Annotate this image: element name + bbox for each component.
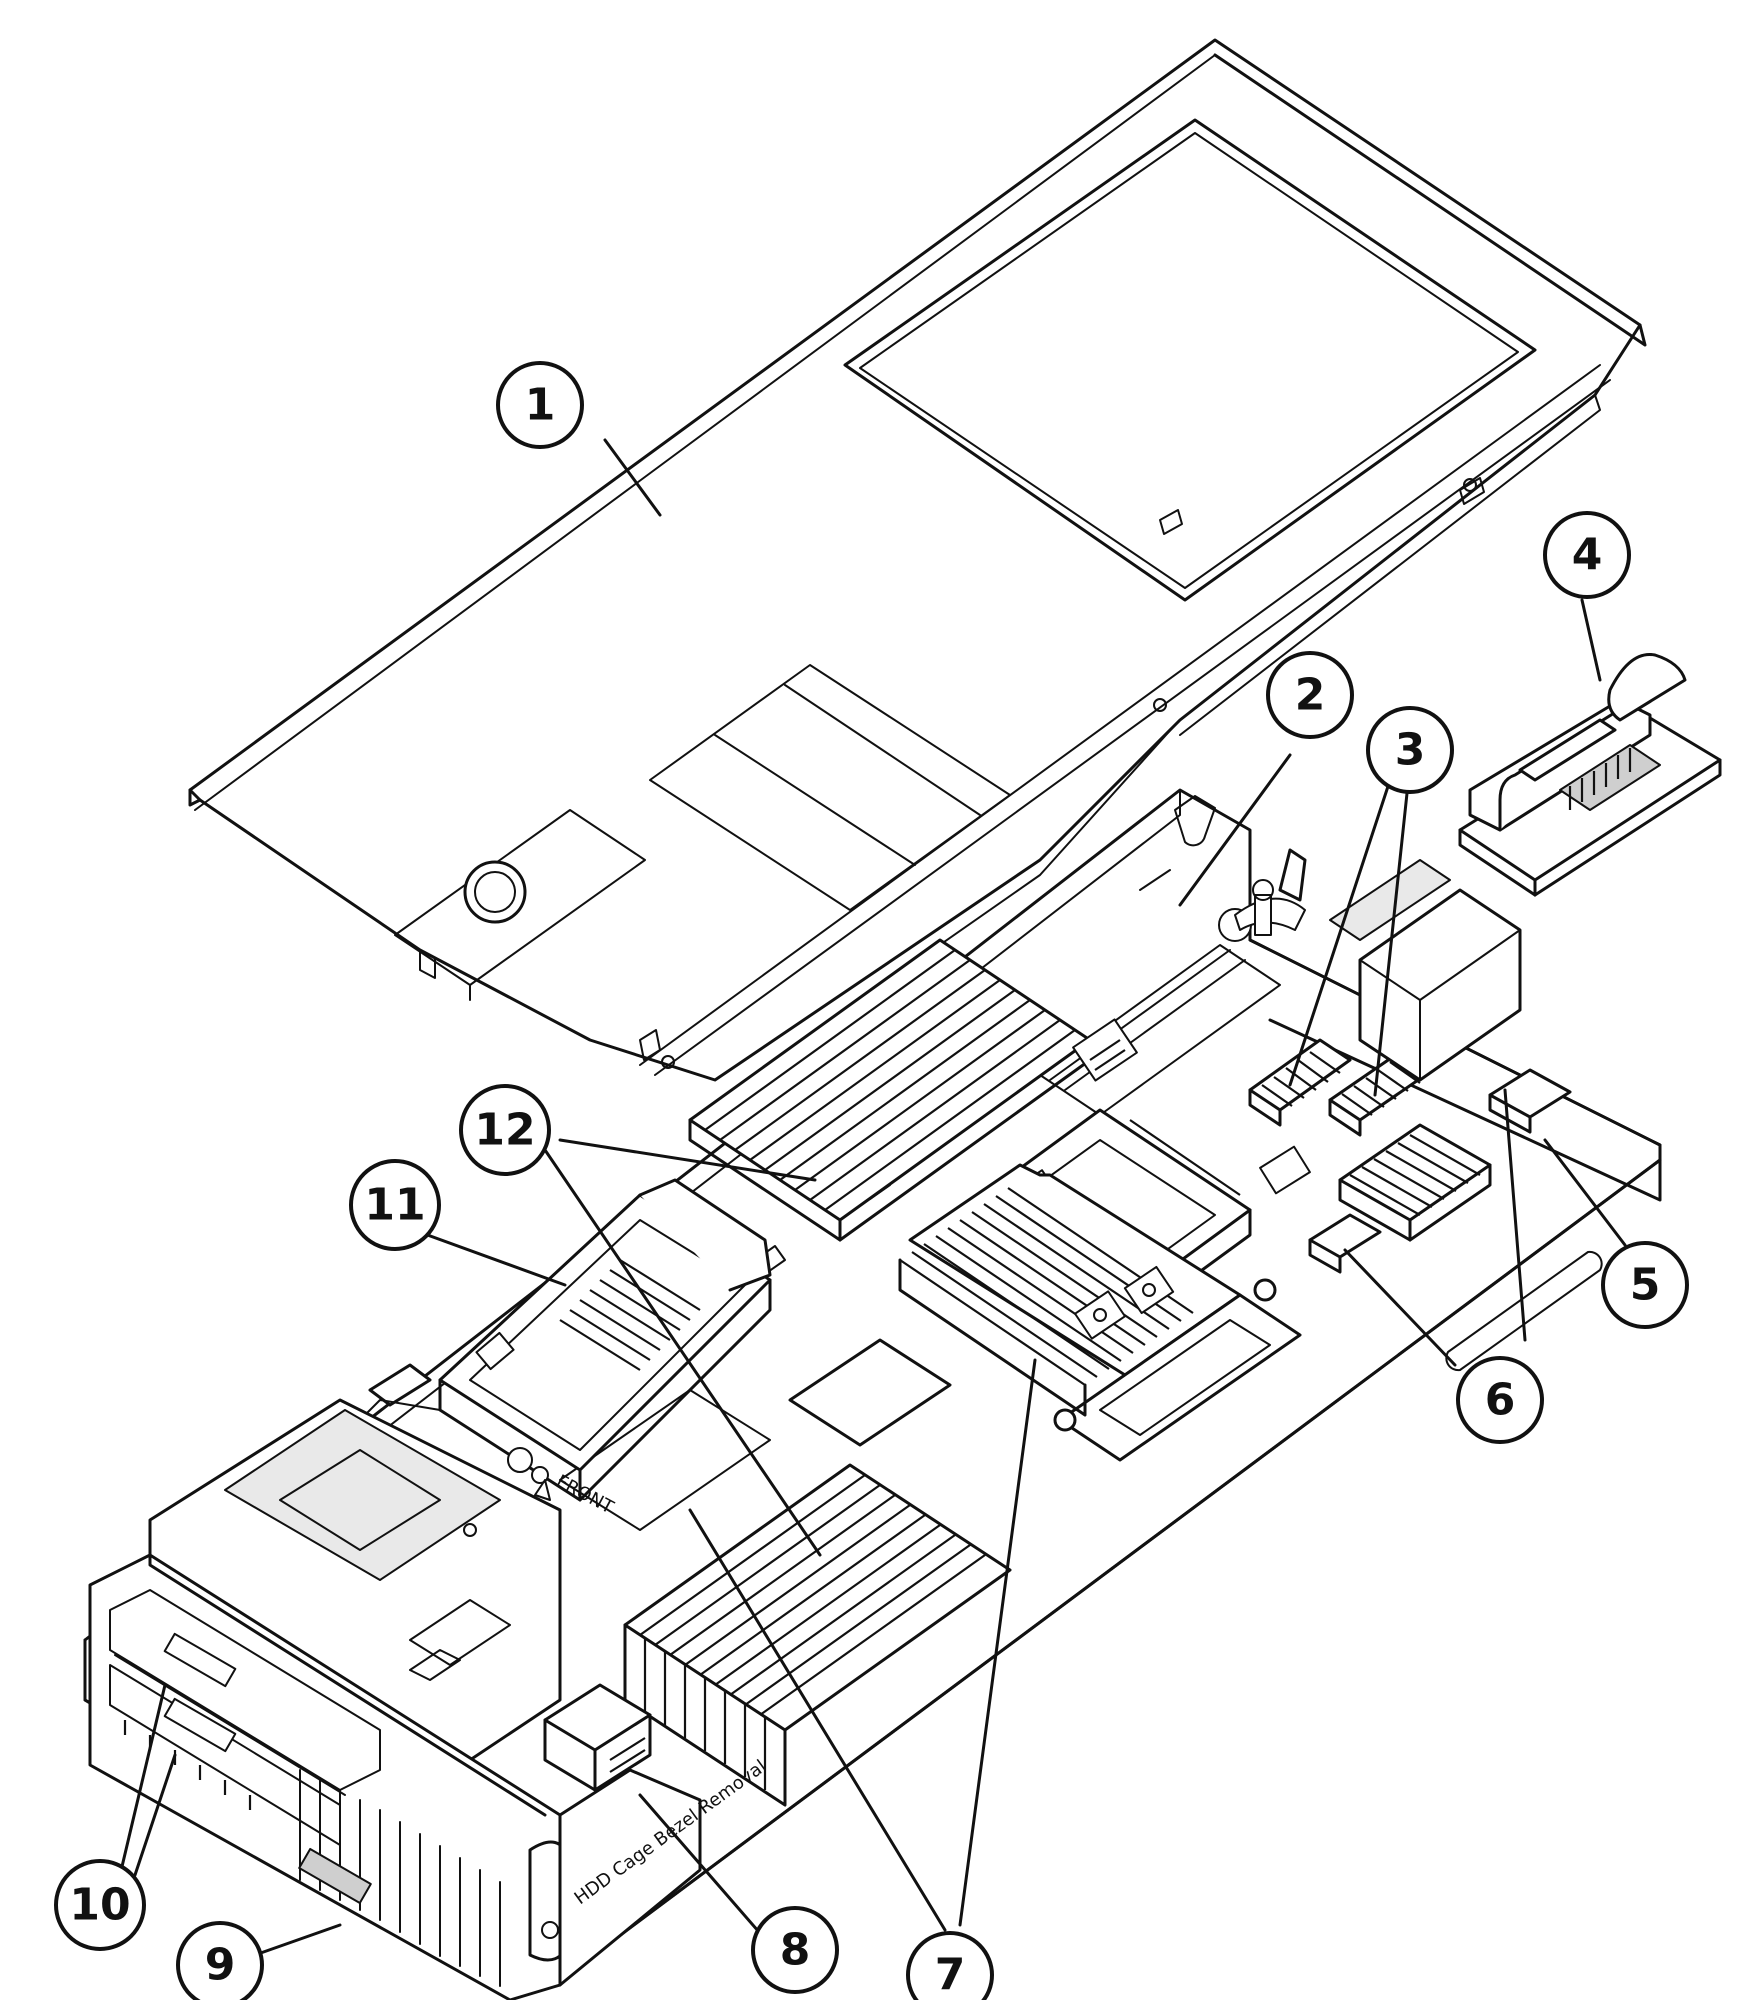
callout-9-label: 9: [205, 1940, 236, 1991]
callout-12-label: 12: [474, 1105, 535, 1156]
callout-10: 10: [54, 1859, 146, 1951]
dimm-bank-front: [559, 1338, 1012, 1807]
callout-8-label: 8: [780, 1925, 811, 1976]
callout-9: 9: [176, 1921, 264, 2000]
callout-11-label: 11: [364, 1180, 425, 1231]
callout-6: 6: [1456, 1356, 1544, 1444]
storage-controller: [354, 1178, 772, 1502]
chipset-heatsinks: [1259, 1068, 1572, 1274]
dimm-bank-rear: [688, 938, 1138, 1242]
callout-2-label: 2: [1295, 670, 1326, 721]
callout-3: 3: [1366, 706, 1454, 794]
callout-4: 4: [1543, 511, 1631, 599]
mezzanine-card: [1458, 652, 1722, 897]
callout-10-label: 10: [69, 1880, 130, 1931]
callout-7: 7: [906, 1931, 994, 2000]
callout-3-label: 3: [1395, 725, 1426, 776]
callout-7-label: 7: [935, 1950, 966, 2000]
callout-2: 2: [1266, 651, 1354, 739]
system-connector-block: [543, 1683, 652, 1792]
access-panel: [188, 38, 1647, 1096]
mezzanine-connectors: [1248, 888, 1522, 1137]
callout-1-label: 1: [525, 380, 556, 431]
callout-5-label: 5: [1630, 1260, 1661, 1311]
callout-1: 1: [496, 361, 584, 449]
processor-heatsinks: [898, 1108, 1302, 1462]
callout-8: 8: [751, 1906, 839, 1994]
callout-12: 12: [459, 1084, 551, 1176]
callout-5: 5: [1601, 1241, 1689, 1329]
callout-6-label: 6: [1485, 1375, 1516, 1426]
callout-4-label: 4: [1572, 530, 1603, 581]
callout-11: 11: [349, 1159, 441, 1251]
